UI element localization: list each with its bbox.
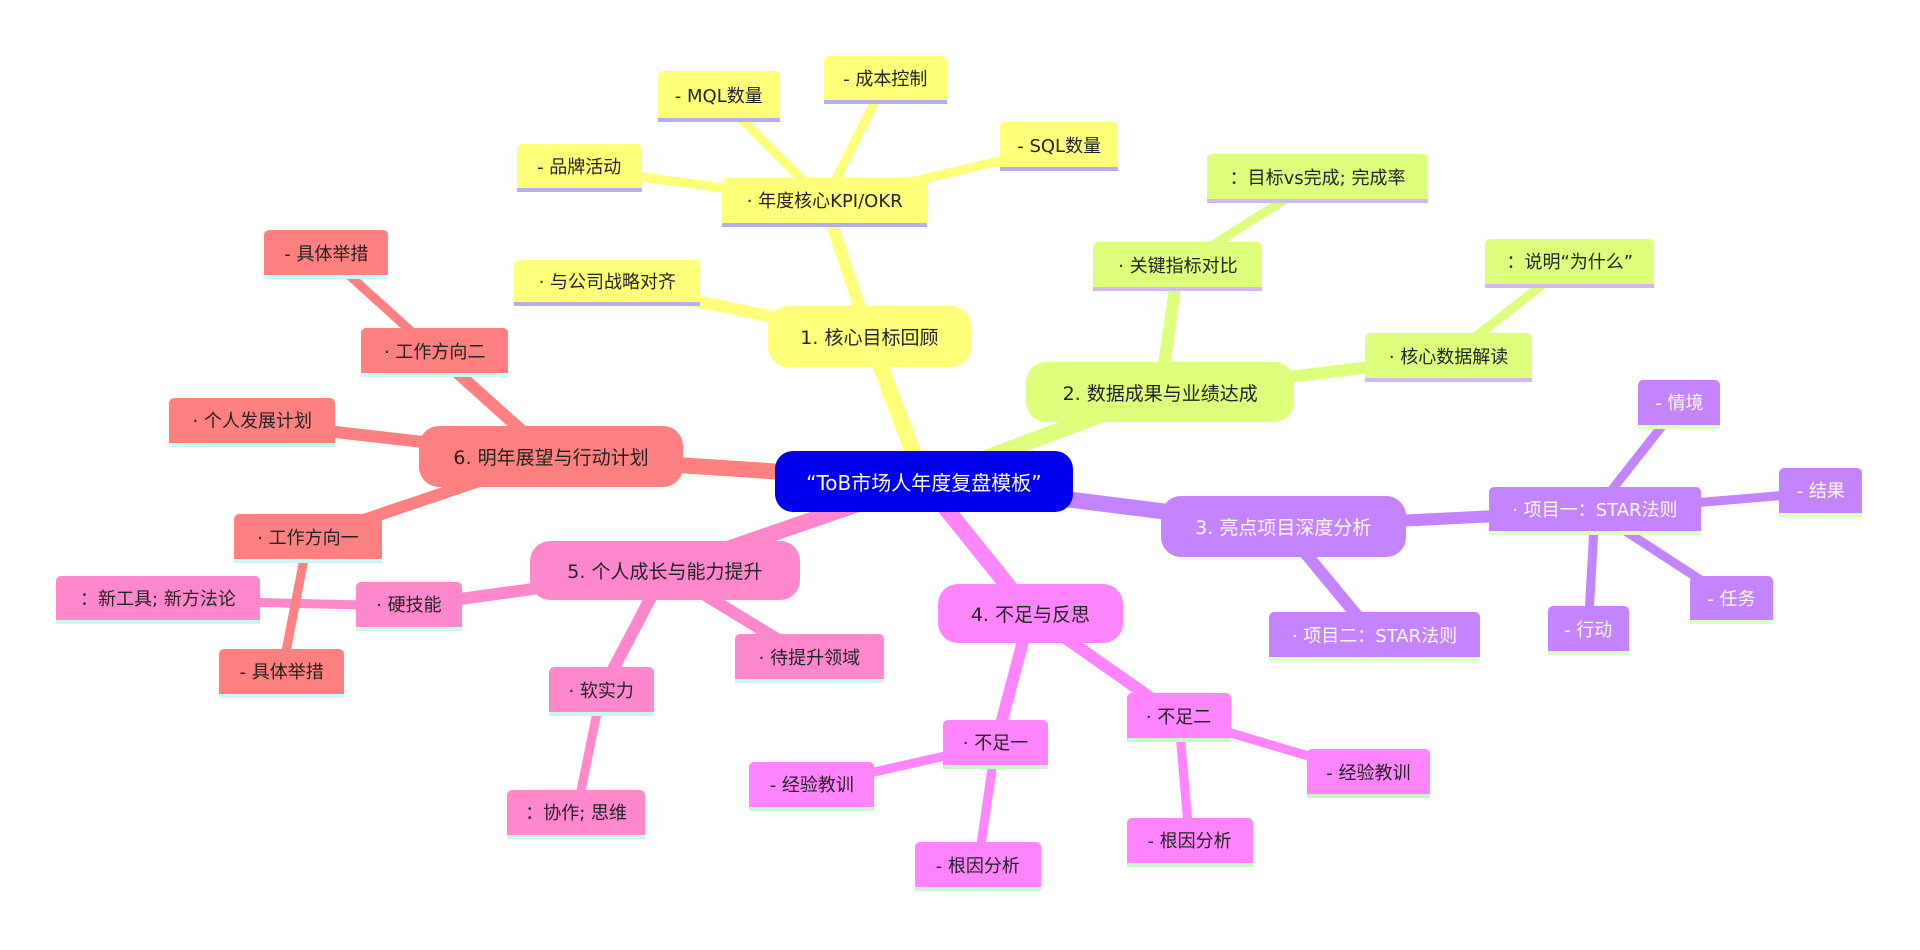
topic-node[interactable]: · 核心数据解读 (1365, 333, 1532, 383)
leaf-node[interactable]: ：新工具; 新方法论 (56, 575, 260, 625)
topic-node[interactable]: · 年度核心KPI/OKR (722, 177, 927, 227)
topic-node[interactable]: · 与公司战略对齐 (514, 259, 701, 307)
topic-node[interactable]: · 工作方向二 (361, 328, 509, 378)
branch-node[interactable]: 5. 个人成长与能力提升 (530, 541, 800, 600)
branch-node[interactable]: 2. 数据成果与业绩达成 (1026, 362, 1295, 423)
leaf-node[interactable]: - 具体举措 (219, 648, 345, 698)
root-node[interactable]: “ToB市场人年度复盘模板” (775, 450, 1073, 512)
topic-node[interactable]: · 软实力 (548, 667, 654, 717)
leaf-node[interactable]: - 具体举措 (264, 230, 389, 280)
leaf-node[interactable]: - 结果 (1779, 467, 1863, 517)
topic-node[interactable]: · 关键指标对比 (1093, 242, 1263, 292)
leaf-node[interactable]: - SQL数量 (1000, 122, 1118, 172)
leaf-node[interactable]: - 根因分析 (914, 842, 1041, 892)
leaf-node[interactable]: - MQL数量 (657, 71, 780, 123)
branch-node[interactable]: 1. 核心目标回顾 (767, 306, 971, 368)
topic-node[interactable]: · 硬技能 (356, 581, 462, 631)
leaf-node[interactable]: - 情境 (1638, 379, 1721, 429)
leaf-node[interactable]: - 成本控制 (824, 56, 947, 105)
leaf-node[interactable]: ：目标vs完成; 完成率 (1207, 154, 1428, 204)
leaf-node[interactable]: ：说明“为什么” (1485, 238, 1655, 288)
leaf-node[interactable]: - 品牌活动 (516, 144, 642, 193)
leaf-node[interactable]: - 经验教训 (749, 761, 875, 811)
leaf-node[interactable]: - 根因分析 (1126, 817, 1253, 867)
branch-node[interactable]: 6. 明年展望与行动计划 (418, 426, 684, 488)
leaf-node[interactable]: - 行动 (1547, 606, 1629, 656)
leaf-node[interactable]: ：协作; 思维 (506, 789, 646, 839)
topic-node[interactable]: · 不足一 (942, 720, 1049, 769)
leaf-node[interactable]: - 任务 (1689, 575, 1774, 625)
topic-node[interactable]: · 个人发展计划 (168, 397, 336, 447)
topic-node[interactable]: · 不足二 (1126, 693, 1231, 743)
topic-node[interactable]: · 项目一：STAR法则 (1488, 487, 1701, 536)
topic-node[interactable]: · 工作方向一 (233, 514, 383, 564)
topic-node[interactable]: · 项目二：STAR法则 (1268, 612, 1481, 662)
branch-node[interactable]: 3. 亮点项目深度分析 (1160, 495, 1406, 558)
topic-node[interactable]: · 待提升领域 (734, 634, 885, 684)
leaf-node[interactable]: - 经验教训 (1306, 749, 1431, 799)
branch-node[interactable]: 4. 不足与反思 (937, 584, 1123, 643)
